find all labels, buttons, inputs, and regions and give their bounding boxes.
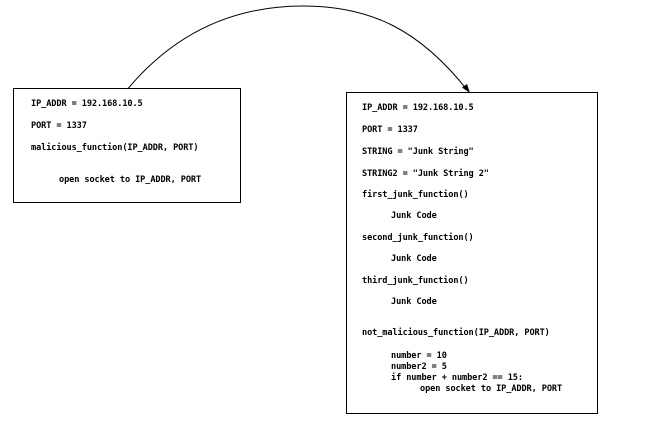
code-line-port: PORT = 1337 (31, 121, 87, 131)
code-line-string: STRING = "Junk String" (362, 147, 474, 157)
code-line-number2: number2 = 5 (391, 362, 447, 372)
code-line-ip-addr: IP_ADDR = 192.168.10.5 (362, 103, 474, 113)
arrowhead-icon (462, 84, 470, 93)
code-line-number: number = 10 (391, 351, 447, 361)
code-line-malicious-function: malicious_function(IP_ADDR, PORT) (31, 143, 199, 153)
code-line-open-socket: open socket to IP_ADDR, PORT (59, 175, 202, 185)
code-line-first-junk-function: first_junk_function() (362, 190, 469, 200)
code-line-if-condition: if number + number2 == 15: (391, 373, 523, 383)
code-line-string2: STRING2 = "Junk String 2" (362, 169, 489, 179)
code-line-ip-addr: IP_ADDR = 192.168.10.5 (31, 99, 143, 109)
code-line-third-junk-function: third_junk_function() (362, 276, 469, 286)
code-line-junk-code: Junk Code (391, 211, 437, 221)
original-code-box: IP_ADDR = 192.168.10.5 PORT = 1337 malic… (13, 88, 241, 203)
code-line-junk-code: Junk Code (391, 254, 437, 264)
code-line-not-malicious-function: not_malicious_function(IP_ADDR, PORT) (362, 328, 550, 338)
connector-curve (125, 5, 469, 92)
code-line-second-junk-function: second_junk_function() (362, 233, 474, 243)
code-line-port: PORT = 1337 (362, 125, 418, 135)
code-line-open-socket: open socket to IP_ADDR, PORT (420, 384, 563, 394)
obfuscated-code-box: IP_ADDR = 192.168.10.5 PORT = 1337 STRIN… (346, 92, 598, 414)
code-line-junk-code: Junk Code (391, 297, 437, 307)
